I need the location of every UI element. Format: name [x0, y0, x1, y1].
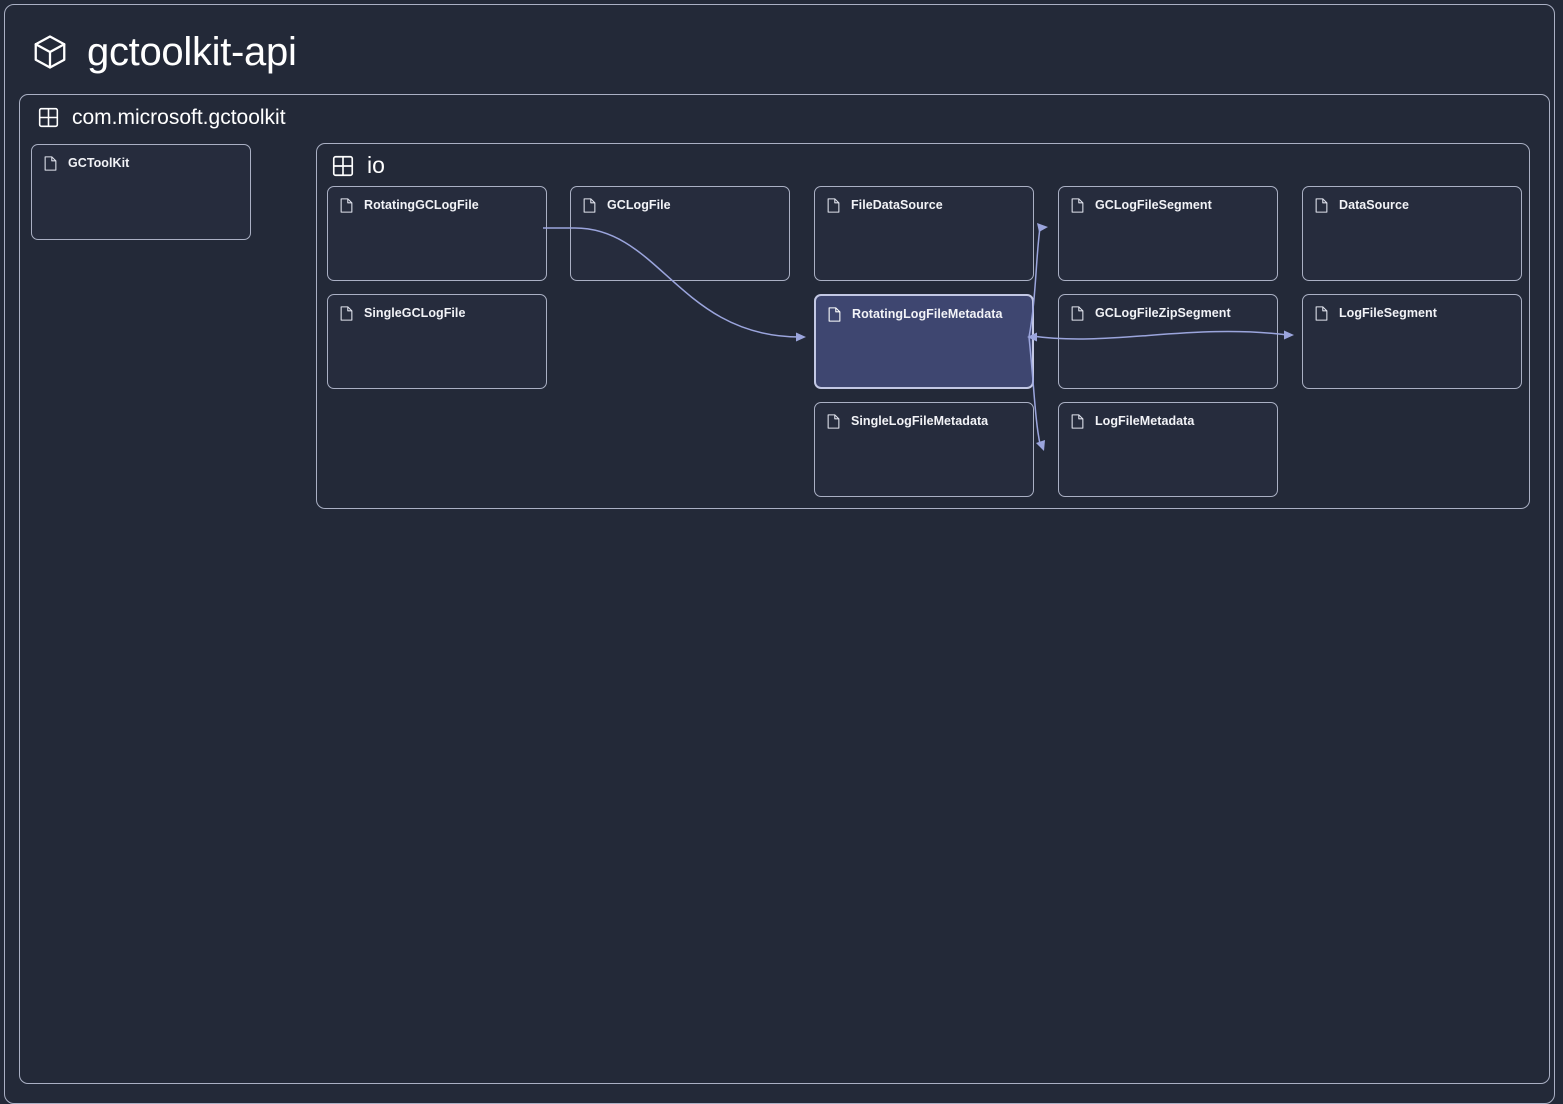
node-name: GCToolKit — [68, 156, 130, 171]
file-icon — [827, 198, 840, 213]
file-icon — [827, 414, 840, 429]
file-icon — [1071, 414, 1084, 429]
node-label-row: DataSource — [1315, 198, 1409, 213]
file-icon — [583, 198, 596, 213]
package-header: io — [332, 154, 385, 177]
node-label-row: SingleGCLogFile — [340, 306, 465, 321]
node-label-row: RotatingGCLogFile — [340, 198, 479, 213]
package-title: io — [367, 152, 385, 178]
file-icon — [44, 156, 57, 171]
package-io[interactable]: io RotatingGCLogFile — [316, 143, 1530, 509]
grid-icon — [38, 107, 59, 128]
package-header: com.microsoft.gctoolkit — [38, 107, 286, 128]
node-name: RotatingLogFileMetadata — [852, 307, 1003, 322]
node-label-row: RotatingLogFileMetadata — [828, 307, 1002, 322]
node-gctoolkit[interactable]: GCToolKit — [31, 144, 251, 240]
node-label-row: GCToolKit — [44, 156, 129, 171]
file-icon — [1315, 198, 1328, 213]
cube-icon — [31, 33, 69, 71]
node-name: SingleGCLogFile — [364, 306, 466, 321]
node-name: DataSource — [1339, 198, 1409, 213]
grid-icon — [332, 155, 354, 177]
package-com-microsoft-gctoolkit[interactable]: com.microsoft.gctoolkit GCToolKit — [19, 94, 1550, 1084]
module-header: gctoolkit-api — [31, 21, 297, 83]
node-gclogfilezipsegment[interactable]: GCLogFileZipSegment — [1058, 294, 1278, 389]
node-gclogfile[interactable]: GCLogFile — [570, 186, 790, 281]
node-name: LogFileMetadata — [1095, 414, 1195, 429]
file-icon — [340, 306, 353, 321]
file-icon — [340, 198, 353, 213]
node-name: GCLogFile — [607, 198, 671, 213]
node-gclogfilesegment[interactable]: GCLogFileSegment — [1058, 186, 1278, 281]
node-label-row: GCLogFile — [583, 198, 671, 213]
file-icon — [1071, 306, 1084, 321]
file-icon — [828, 307, 841, 322]
node-logfilemetadata[interactable]: LogFileMetadata — [1058, 402, 1278, 497]
node-filedatasource[interactable]: FileDataSource — [814, 186, 1034, 281]
module-title: gctoolkit-api — [87, 30, 297, 74]
node-name: LogFileSegment — [1339, 306, 1437, 321]
node-rotatinggclogfile[interactable]: RotatingGCLogFile — [327, 186, 547, 281]
file-icon — [1071, 198, 1084, 213]
node-label-row: LogFileMetadata — [1071, 414, 1194, 429]
node-label-row: FileDataSource — [827, 198, 943, 213]
node-name: FileDataSource — [851, 198, 943, 213]
node-label-row: GCLogFileSegment — [1071, 198, 1212, 213]
package-title: com.microsoft.gctoolkit — [72, 106, 286, 129]
node-datasource[interactable]: DataSource — [1302, 186, 1522, 281]
node-name: SingleLogFileMetadata — [851, 414, 989, 429]
node-label-row: GCLogFileZipSegment — [1071, 306, 1231, 321]
node-rotatinglogfilemetadata[interactable]: RotatingLogFileMetadata — [814, 294, 1034, 389]
module-frame: gctoolkit-api com.microsoft.gctoolkit — [4, 4, 1555, 1104]
node-label-row: SingleLogFileMetadata — [827, 414, 988, 429]
node-name: RotatingGCLogFile — [364, 198, 479, 213]
file-icon — [1315, 306, 1328, 321]
node-singlelogfilemetadata[interactable]: SingleLogFileMetadata — [814, 402, 1034, 497]
node-name: GCLogFileSegment — [1095, 198, 1212, 213]
node-singlegclogfile[interactable]: SingleGCLogFile — [327, 294, 547, 389]
node-label-row: LogFileSegment — [1315, 306, 1437, 321]
node-name: GCLogFileZipSegment — [1095, 306, 1231, 321]
node-logfilesegment[interactable]: LogFileSegment — [1302, 294, 1522, 389]
